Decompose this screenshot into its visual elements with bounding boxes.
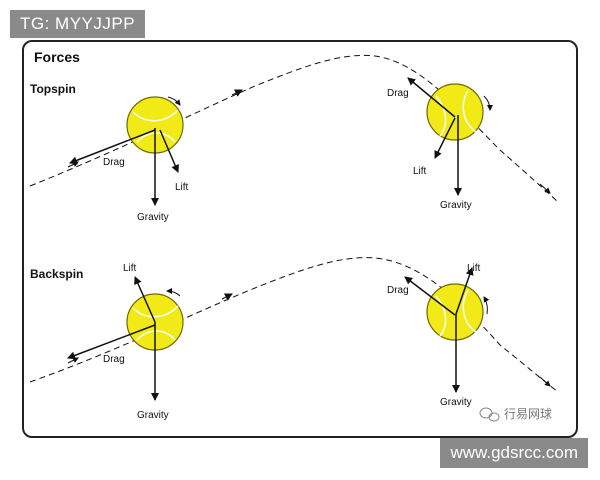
topspin-right-gravity-label: Gravity xyxy=(440,200,472,211)
topspin-left-drag-label: Drag xyxy=(103,157,125,168)
backspin-left-drag-vector xyxy=(67,324,156,360)
topspin-right-lift-label: Lift xyxy=(413,166,427,177)
backspin-right-lift-label: Lift xyxy=(467,263,481,274)
topspin-left-lift-vector xyxy=(159,129,179,173)
forces-diagram-panel xyxy=(22,40,578,438)
topspin-left-gravity-label: Gravity xyxy=(137,212,169,223)
topspin-section: Topspin Drag Lift Gravity Drag Lift xyxy=(29,54,559,223)
topspin-right-drag-label: Drag xyxy=(387,88,409,99)
backspin-right-gravity-label: Gravity xyxy=(440,397,472,408)
backspin-left-drag-label: Drag xyxy=(103,354,125,365)
backspin-left-gravity-label: Gravity xyxy=(137,410,169,421)
topspin-direction-arrow-1 xyxy=(231,89,243,97)
topspin-left-lift-label: Lift xyxy=(175,182,189,193)
wechat-watermark: 行易网球 xyxy=(479,407,552,422)
site-url-badge: www.gdsrcc.com xyxy=(440,438,588,468)
topspin-right-lift-vector xyxy=(434,117,456,159)
wechat-icon xyxy=(479,407,500,422)
backspin-direction-arrow-1 xyxy=(221,293,233,301)
topspin-right-drag-vector xyxy=(407,77,456,118)
backspin-header: Backspin xyxy=(30,267,83,281)
telegram-tag: TG: MYYJJPP xyxy=(10,10,146,38)
backspin-section: Backspin Drag Lift Gravity Drag Lift xyxy=(29,257,559,421)
watermark-text: 行易网球 xyxy=(504,407,552,421)
topspin-header: Topspin xyxy=(30,82,76,96)
topspin-direction-arrow-3 xyxy=(539,183,551,194)
backspin-right-ball xyxy=(426,283,490,341)
backspin-right-lift-vector xyxy=(455,267,474,315)
backspin-right-drag-vector xyxy=(404,276,456,316)
backspin-left-lift-vector xyxy=(134,276,156,323)
topspin-left-drag-vector xyxy=(69,129,156,165)
backspin-direction-arrow-2 xyxy=(67,357,79,364)
backspin-left-lift-label: Lift xyxy=(123,263,137,274)
topspin-trajectory xyxy=(29,54,559,203)
backspin-right-drag-label: Drag xyxy=(387,285,409,296)
topspin-right-ball xyxy=(426,83,493,141)
backspin-direction-arrow-3 xyxy=(539,376,551,387)
diagram-title: Forces xyxy=(34,49,80,65)
